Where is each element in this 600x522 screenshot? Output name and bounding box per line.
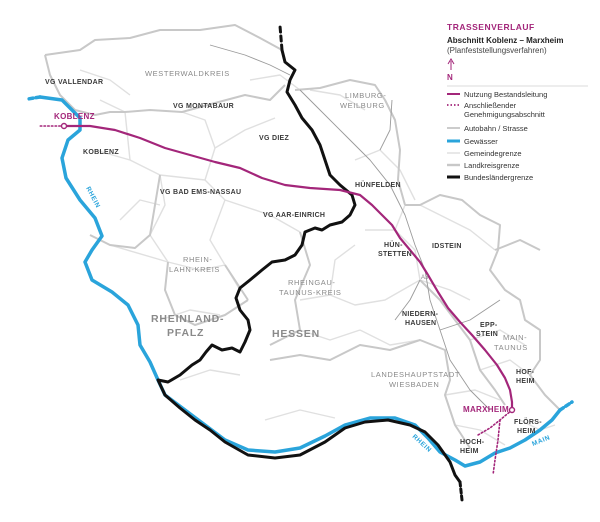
main-river-dash — [558, 400, 574, 412]
label-rheingau-1: RHEINGAU- — [288, 278, 336, 287]
label-niedernhausen-1: NIEDERN- — [402, 311, 439, 318]
label-idstein: IDSTEIN — [432, 243, 462, 250]
legend-subtitle-bold: Abschnitt Koblenz – Marxheim — [447, 36, 563, 45]
legend-subtitle: (Planfeststellungsverfahren) — [447, 46, 547, 55]
label-rheingau-2: TAUNUS-KREIS — [279, 288, 341, 297]
label-floersheim-1: FLÖRS- — [514, 417, 542, 426]
legend-item-municipality: Gemeindegrenze — [464, 149, 522, 158]
legend-item-state: Bundesländergrenze — [464, 173, 533, 182]
label-main-taunus-2: TAUNUS — [494, 343, 528, 352]
legend-title: TRASSENVERLAUF — [447, 22, 535, 32]
label-floersheim-2: HEIM — [517, 428, 536, 435]
state-border-dash-south — [458, 480, 464, 502]
legend-item-followup-2: Genehmigungsabschnitt — [464, 110, 546, 119]
label-wiesbaden-2: WIESBADEN — [389, 380, 439, 389]
label-marxheim: MARXHEIM — [463, 405, 509, 414]
label-wiesbaden-1: LANDESHAUPTSTADT — [371, 370, 460, 379]
label-rheinland-pfalz-1: RHEINLAND- — [151, 313, 224, 325]
legend-item-water: Gewässer — [464, 137, 498, 146]
label-eppstein-1: EPP- — [480, 322, 498, 329]
label-hochheim-2: HEIM — [460, 448, 479, 455]
label-a3: A3 — [421, 275, 429, 281]
label-koblenz: KOBLENZ — [54, 112, 95, 121]
legend-item-road: Autobahn / Strasse — [464, 124, 528, 133]
roads — [209, 44, 501, 411]
rhein-river — [38, 95, 562, 468]
legend-item-followup-1: Anschließender — [464, 101, 517, 110]
district-boundaries — [44, 24, 561, 449]
label-koblenz-area: KOBLENZ — [83, 149, 119, 156]
state-border — [156, 24, 464, 502]
label-vg-bad-ems: VG BAD EMS-NASSAU — [160, 189, 241, 196]
legend: TRASSENVERLAUF Abschnitt Koblenz – Marxh… — [447, 22, 588, 182]
label-limburg-1: LIMBURG- — [345, 91, 386, 100]
label-westerwaldkreis: WESTERWALDKREIS — [145, 69, 230, 78]
label-niedernhausen-2: HAUSEN — [405, 320, 436, 327]
label-vg-montabaur: VG MONTABAUR — [173, 103, 234, 110]
label-rhein-lahn-1: RHEIN- — [183, 255, 212, 264]
north-arrow-icon — [447, 58, 455, 70]
label-hessen: HESSEN — [272, 328, 320, 340]
north-label: N — [447, 73, 453, 82]
label-limburg-2: WEILBURG — [340, 101, 385, 110]
label-main-taunus-1: MAIN- — [503, 333, 527, 342]
legend-item-district: Landkreisgrenze — [464, 161, 519, 170]
rhein-upstream-dash — [26, 95, 42, 101]
label-rhein-lahn-2: LAHN-KREIS — [169, 265, 220, 274]
water — [26, 95, 574, 468]
route-existing-pipeline — [62, 124, 514, 412]
pipeline-route — [39, 124, 514, 476]
label-hofheim-2: HEIM — [516, 378, 535, 385]
label-huenfelden: HÜNFELDEN — [355, 180, 401, 189]
label-main: MAIN — [531, 434, 551, 448]
label-huenstetten-2: STETTEN — [378, 251, 412, 258]
legend-item-route: Nutzung Bestandsleitung — [464, 90, 547, 99]
label-hochheim-1: HOCH- — [460, 439, 485, 446]
label-vg-diez: VG DIEZ — [259, 135, 290, 142]
label-huenstetten-1: HÜN- — [384, 240, 403, 249]
label-vg-vallendar: VG VALLENDAR — [45, 79, 103, 86]
koblenz-marker — [60, 122, 68, 130]
label-rheinland-pfalz-2: PFALZ — [167, 327, 204, 339]
label-vg-aar-einrich: VG AAR-EINRICH — [263, 212, 325, 219]
route-followup-dotted-south — [477, 409, 513, 436]
label-hofheim-1: HOF- — [516, 369, 535, 376]
municipality-boundaries — [79, 69, 556, 446]
state-border-dash-north — [278, 24, 284, 52]
label-eppstein-2: STEIN — [476, 331, 498, 338]
marxheim-marker — [508, 406, 516, 414]
route-followup-dotted-south2 — [492, 419, 501, 476]
